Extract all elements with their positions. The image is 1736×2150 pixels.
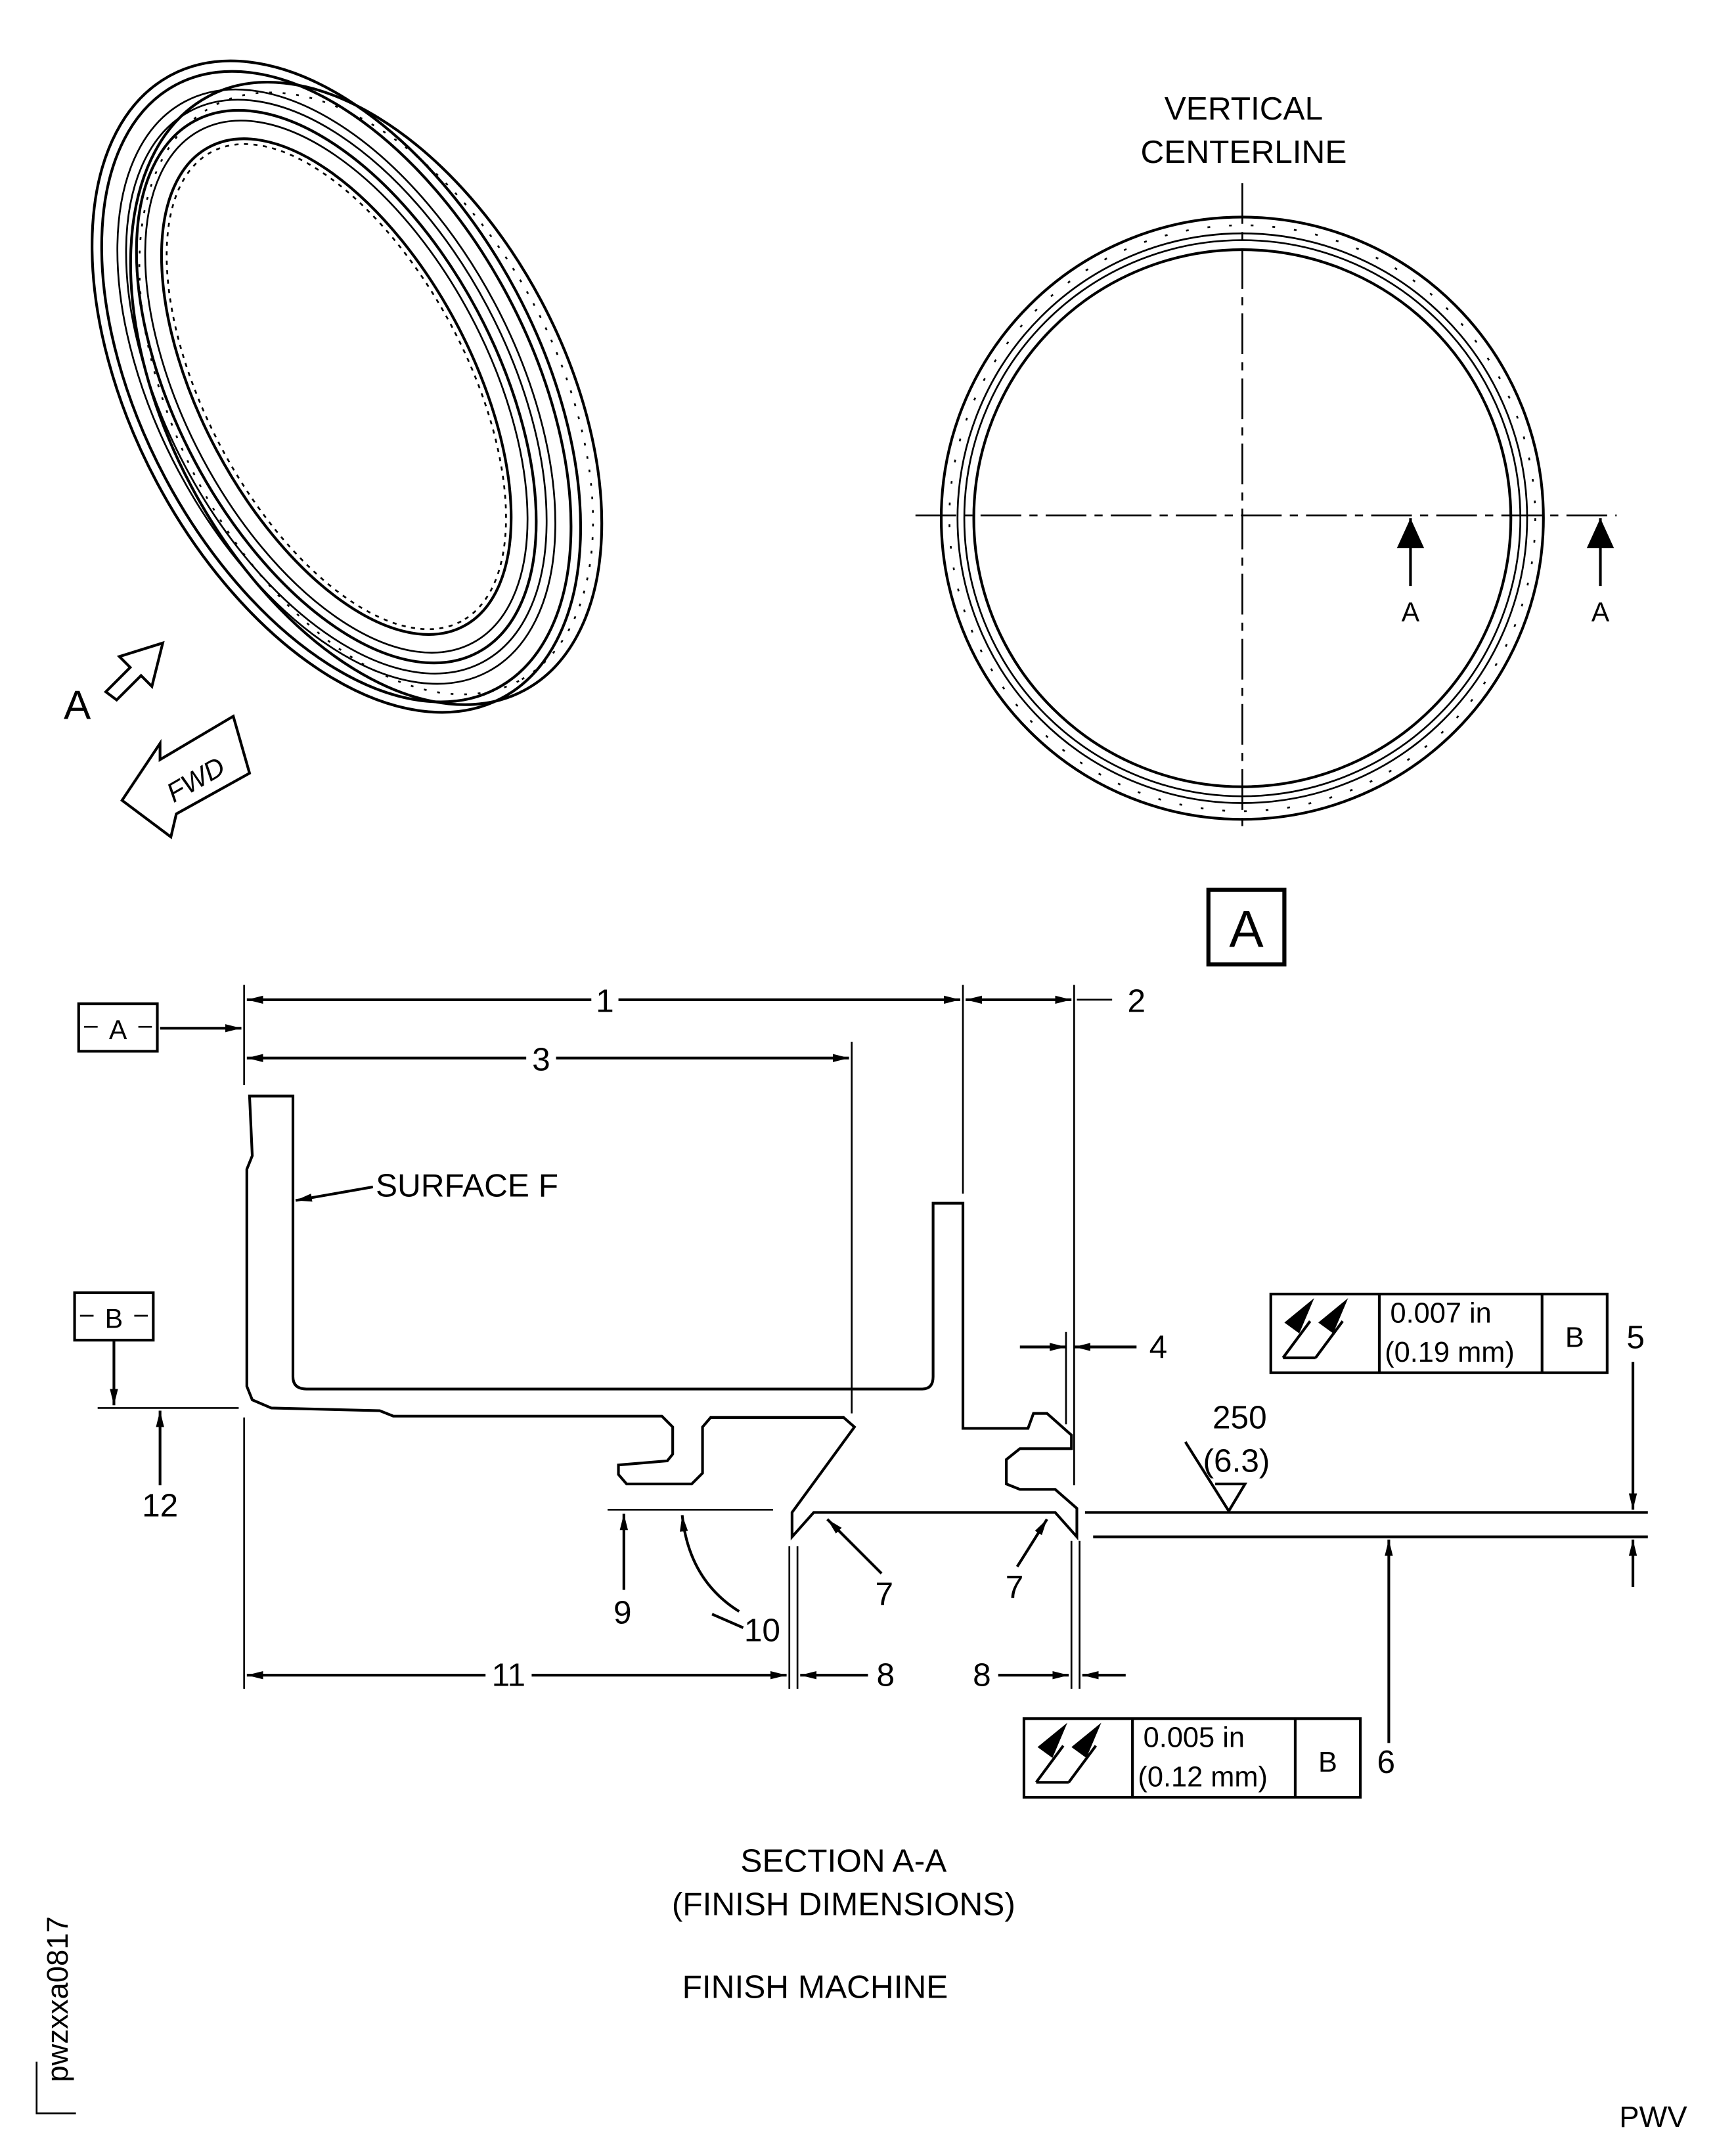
fcf-top-tolerance-mm: (0.19 mm) (1385, 1337, 1515, 1368)
section-arrow-label-left: A (1402, 597, 1420, 627)
callout-8b: 8 (973, 1657, 991, 1693)
fcf-top-datum: B (1565, 1322, 1584, 1354)
section-title: SECTION A-A (740, 1843, 946, 1879)
roughness-value: 250 (1213, 1399, 1267, 1435)
callout-9: 10 (744, 1612, 780, 1649)
vertical-centerline-label: VERTICAL (1165, 90, 1323, 127)
callout-1: 1 (596, 982, 614, 1019)
callout-3: 3 (532, 1041, 550, 1077)
figure-id: pwzxxa0817 (41, 1916, 74, 2082)
feature-control-frame-bottom: 0.005 in (0.12 mm) B (1022, 1717, 1362, 1799)
view-a-arrow: A (64, 640, 165, 728)
fwd-label: FWD (162, 751, 230, 808)
callout-7b: 7 (1006, 1568, 1024, 1605)
vertical-centerline-label-2: CENTERLINE (1141, 133, 1347, 170)
section-subtitle: (FINISH DIMENSIONS) (672, 1886, 1015, 1923)
surface-f-label: SURFACE F (376, 1167, 558, 1203)
callout-6: 6 (1377, 1743, 1395, 1780)
view-a-label: A (64, 683, 91, 728)
callout-10: 9 (613, 1594, 632, 1631)
callout-11: 11 (492, 1657, 525, 1693)
datum-b-label: B (105, 1304, 123, 1334)
total-runout-icon (1035, 1722, 1102, 1784)
fcf-bottom-datum: B (1318, 1747, 1337, 1778)
roughness-metric: (6.3) (1203, 1442, 1270, 1479)
view-box-label: A (1229, 900, 1264, 958)
feature-control-frame-top: 0.007 in (0.19 mm) B (1269, 1292, 1609, 1374)
fcf-top-tolerance-in: 0.007 in (1390, 1297, 1491, 1329)
footer-code: PWV (1619, 2100, 1687, 2134)
callout-7a: 7 (875, 1575, 893, 1612)
section-arrow-label-right: A (1591, 597, 1610, 627)
fcf-bottom-tolerance-mm: (0.12 mm) (1138, 1762, 1268, 1793)
isometric-ring-view: A FWD (64, 59, 604, 840)
callout-12: 12 (142, 1487, 178, 1524)
callout-5: 5 (1626, 1319, 1645, 1356)
callout-4: 4 (1149, 1328, 1168, 1365)
datum-a-label: A (109, 1015, 127, 1045)
surface-roughness-symbol: 250 (6.3) (1184, 1399, 1270, 1514)
end-view: VERTICAL CENTERLINE A A A (915, 90, 1617, 967)
fwd-arrow: FWD (120, 714, 252, 840)
fcf-bottom-tolerance-in: 0.005 in (1144, 1722, 1245, 1754)
finish-machine-label: FINISH MACHINE (682, 1969, 948, 2005)
callout-2: 2 (1128, 982, 1146, 1019)
section-a-a: A B 12 1 2 3 SURFACE F (73, 982, 1648, 2005)
callout-8a: 8 (877, 1657, 895, 1693)
total-runout-icon (1281, 1298, 1348, 1360)
